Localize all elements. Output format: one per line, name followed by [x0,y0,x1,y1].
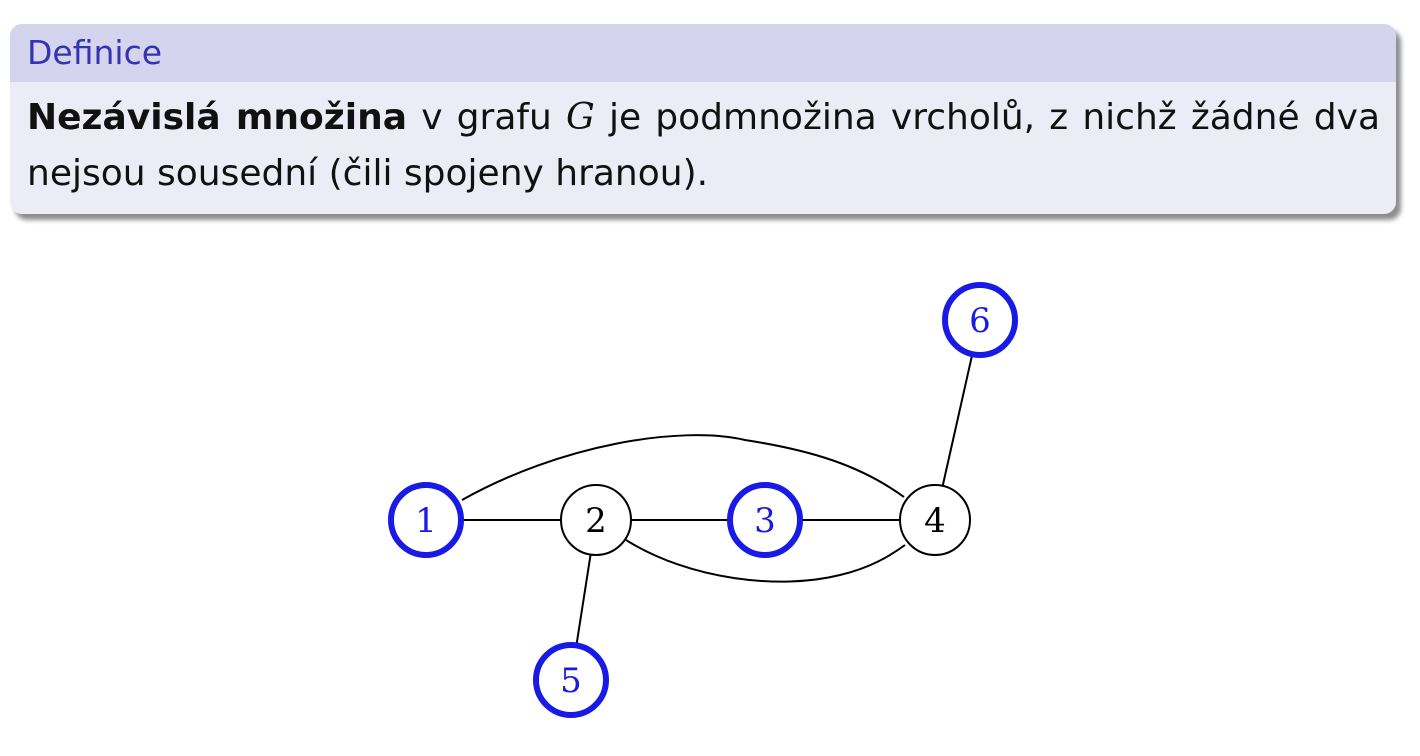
definition-block: Definice Nezávislá množina v grafu G je … [10,24,1396,214]
node-label: 4 [924,501,946,541]
definition-title: Definice [10,24,1396,82]
node-4: 4 [899,484,971,556]
definition-text-part-1: v grafu [407,97,567,138]
node-2: 2 [560,484,632,556]
graph-edges [461,353,974,646]
node-5: 5 [533,642,609,718]
node-label: 6 [969,301,991,341]
definition-term: Nezávislá množina [27,97,408,138]
node-circle [727,482,803,558]
edge-2-4 [625,539,906,583]
graph-variable: G [566,97,595,138]
node-circle [560,484,632,556]
node-1: 1 [388,482,464,558]
edge-4-6 [941,353,974,487]
definition-text: Nezávislá množina v grafu G je podmnožin… [10,82,1396,202]
node-circle [899,484,971,556]
edge-1-4 [461,434,905,501]
node-label: 2 [585,501,607,541]
node-6: 6 [942,282,1018,358]
node-circle [942,282,1018,358]
node-3: 3 [727,482,803,558]
edge-2-5 [575,554,592,646]
graph-nodes: 1 2 3 4 5 6 [388,282,1018,718]
definition-text-part-2: je podmnožina vrcholů, z nichž žádné dva… [27,97,1381,194]
node-circle [388,482,464,558]
node-label: 3 [754,501,776,541]
node-label: 1 [415,501,437,541]
node-label: 5 [560,661,582,701]
node-circle [533,642,609,718]
